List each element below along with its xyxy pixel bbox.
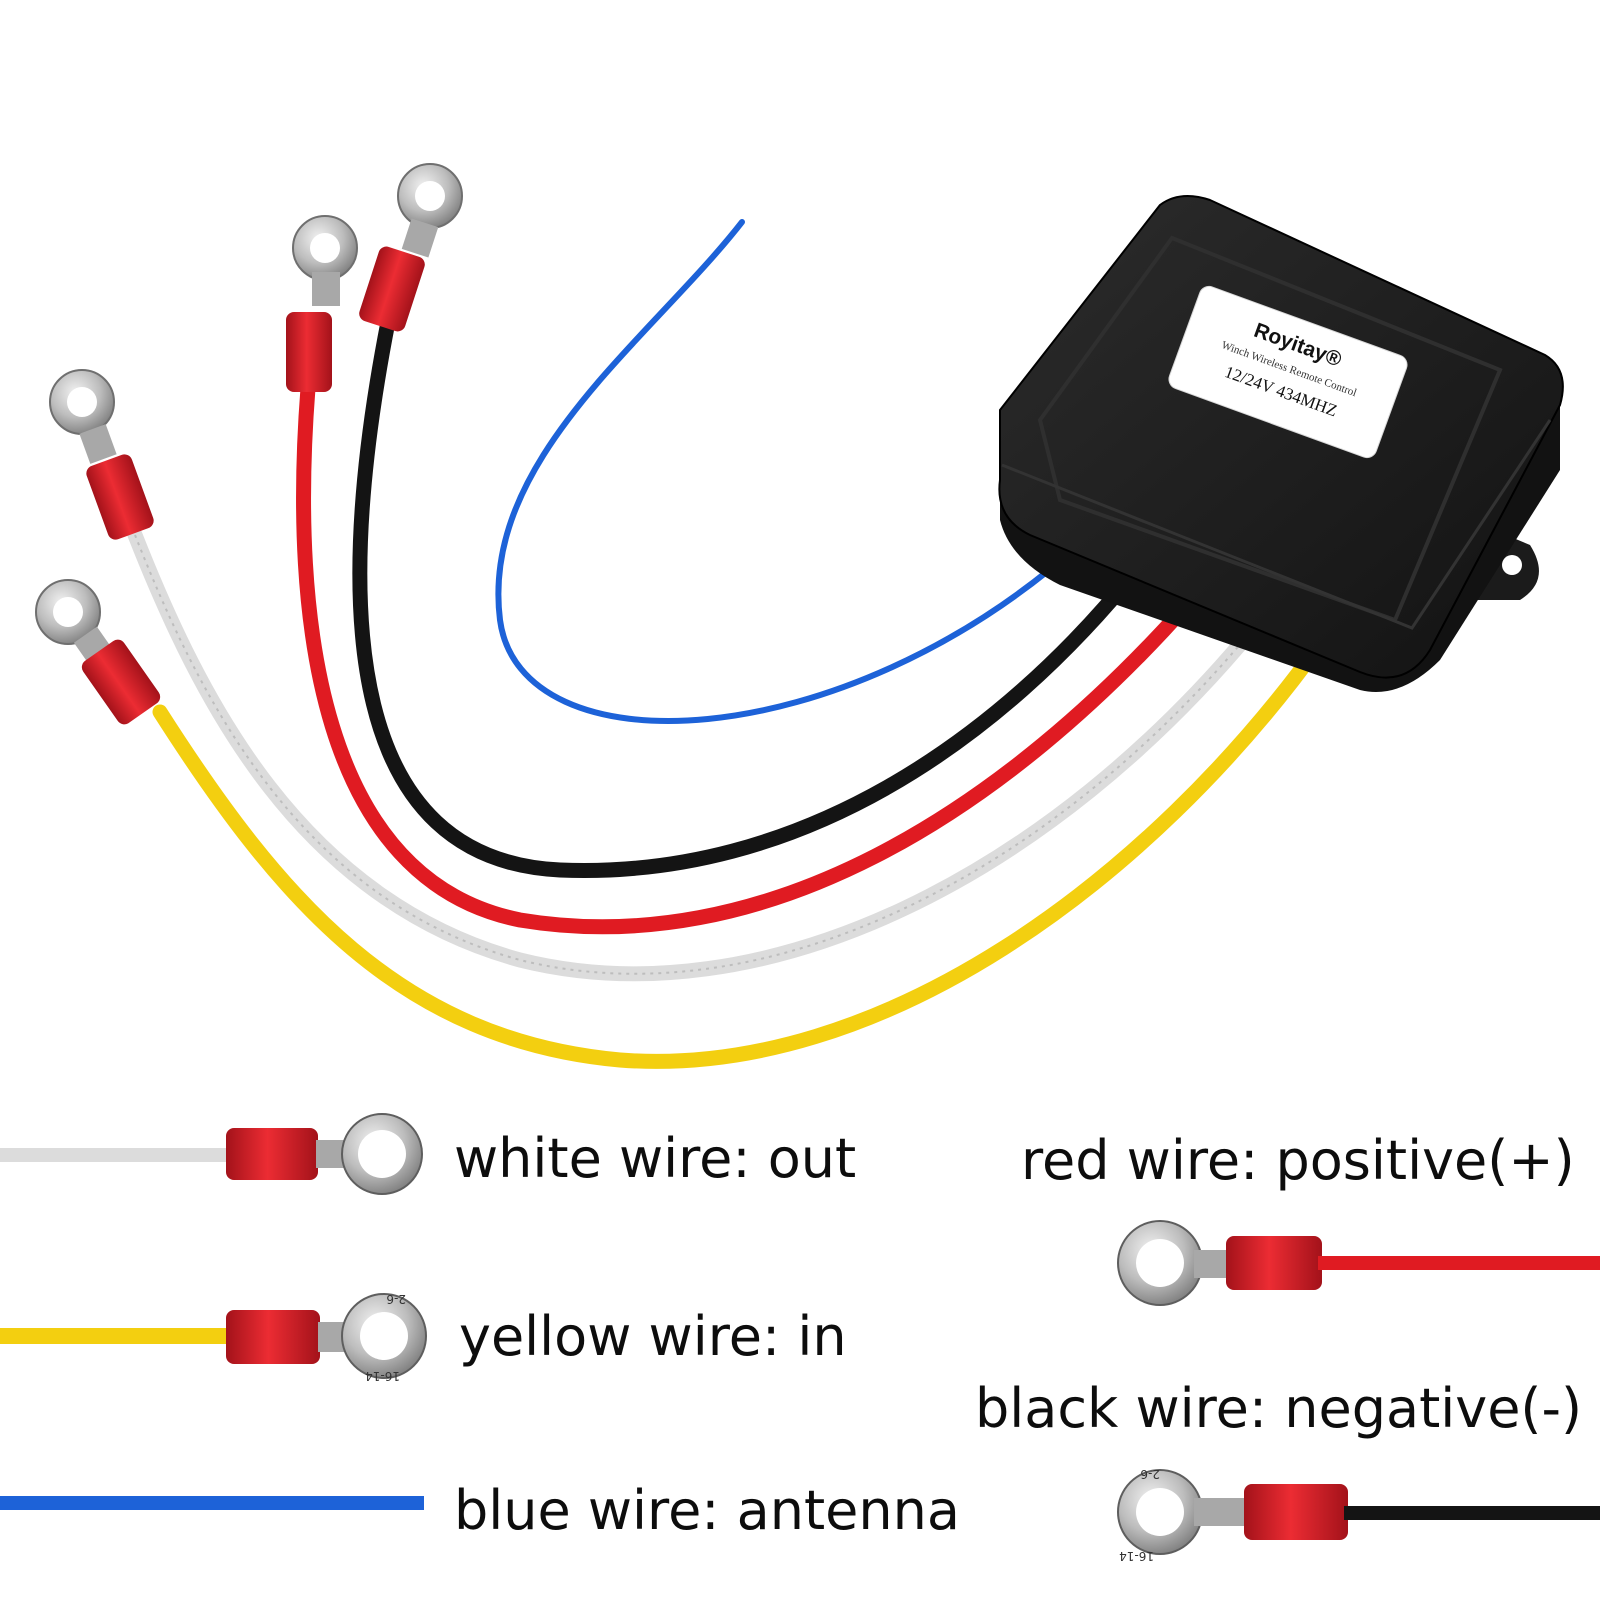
white-wire-braid — [134, 534, 1263, 975]
black-wire-label: black wire: negative(-) — [975, 1377, 1583, 1440]
receiver-box — [998, 195, 1564, 692]
white-wire-sample — [0, 1113, 423, 1195]
blue-wire-sample — [0, 1496, 424, 1510]
ring-terminal-white — [49, 369, 154, 540]
white-wire-label: white wire: out — [454, 1127, 857, 1190]
wire-bundle — [127, 219, 1328, 1069]
yellow-wire-sample: 2-6 16-14 — [0, 1292, 427, 1383]
yellow-wire — [152, 636, 1328, 1069]
blue-antenna-wire — [495, 219, 1085, 724]
ring-terminal-black — [359, 163, 463, 332]
black-wire — [352, 314, 1146, 878]
yellow-wire-label: yellow wire: in — [459, 1305, 847, 1368]
black-terminal-size: 2-6 — [1140, 1467, 1160, 1481]
red-wire-label: red wire: positive(+) — [1021, 1129, 1575, 1192]
yellow-terminal-gauge: 16-14 — [365, 1369, 400, 1383]
yellow-terminal-size: 2-6 — [386, 1292, 406, 1306]
blue-wire-label: blue wire: antenna — [454, 1479, 960, 1542]
red-wire — [296, 380, 1208, 935]
ring-terminal-red — [286, 215, 358, 392]
product-label: Royitay® Winch Wireless Remote Control 1… — [1168, 285, 1408, 459]
black-wire-sample: 2-6 16-14 — [1117, 1467, 1600, 1563]
red-wire-sample — [1117, 1220, 1600, 1306]
black-terminal-gauge: 16-14 — [1119, 1549, 1154, 1563]
ring-terminal-yellow — [35, 579, 161, 725]
